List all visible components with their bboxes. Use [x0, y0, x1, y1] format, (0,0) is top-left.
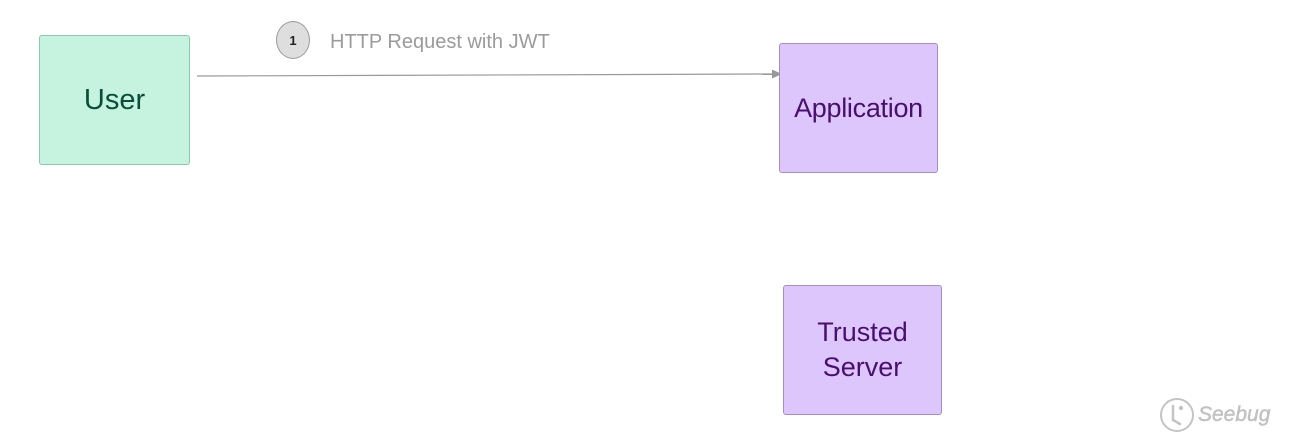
node-user-label: User [83, 83, 146, 116]
node-application: Application [779, 43, 938, 173]
edge-label: HTTP Request with JWT [330, 31, 550, 53]
node-user: User [39, 35, 190, 165]
watermark-text: Seebug [1198, 403, 1271, 426]
arrowhead-icon [772, 69, 782, 79]
seebug-watermark: Seebug [1158, 396, 1271, 434]
node-trusted-server-label-line1: Trusted [817, 317, 908, 347]
node-trusted-server: Trusted Server [783, 285, 942, 415]
node-application-label: Application [794, 92, 923, 123]
node-trusted-server-label-line2: Server [822, 352, 903, 382]
edge-user-to-application [196, 69, 782, 79]
seebug-logo-icon [1160, 398, 1194, 432]
step-number-badge: 1 [276, 21, 310, 59]
